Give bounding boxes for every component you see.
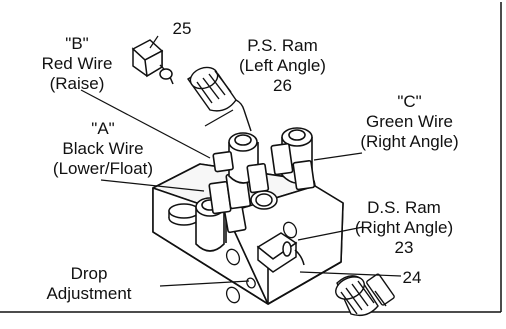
valve-c — [270, 127, 316, 191]
label-c-green-wire: "C" Green Wire (Right Angle) — [360, 92, 459, 151]
block-holes — [225, 221, 298, 304]
label-ps-ram: P.S. Ram (Left Angle) 26 — [239, 36, 326, 95]
label-a-black-wire: "A" Black Wire (Lower/Float) — [52, 119, 154, 178]
top-nut — [168, 190, 278, 226]
part-number-25: 25 — [172, 19, 192, 38]
fitting-26 — [187, 66, 252, 132]
label-ds-ram: D.S. Ram (Right Angle) 23 — [354, 198, 454, 257]
part-number-24: 24 — [402, 268, 422, 287]
leader-lines — [80, 35, 402, 287]
fitting-25 — [131, 39, 174, 85]
fitting-23 — [256, 232, 305, 273]
label-drop-adjustment: Drop Adjustment — [46, 264, 132, 303]
label-b-red-wire: "B" Red Wire (Raise) — [41, 34, 113, 93]
valve-b — [212, 132, 270, 194]
fitting-24 — [335, 273, 395, 317]
